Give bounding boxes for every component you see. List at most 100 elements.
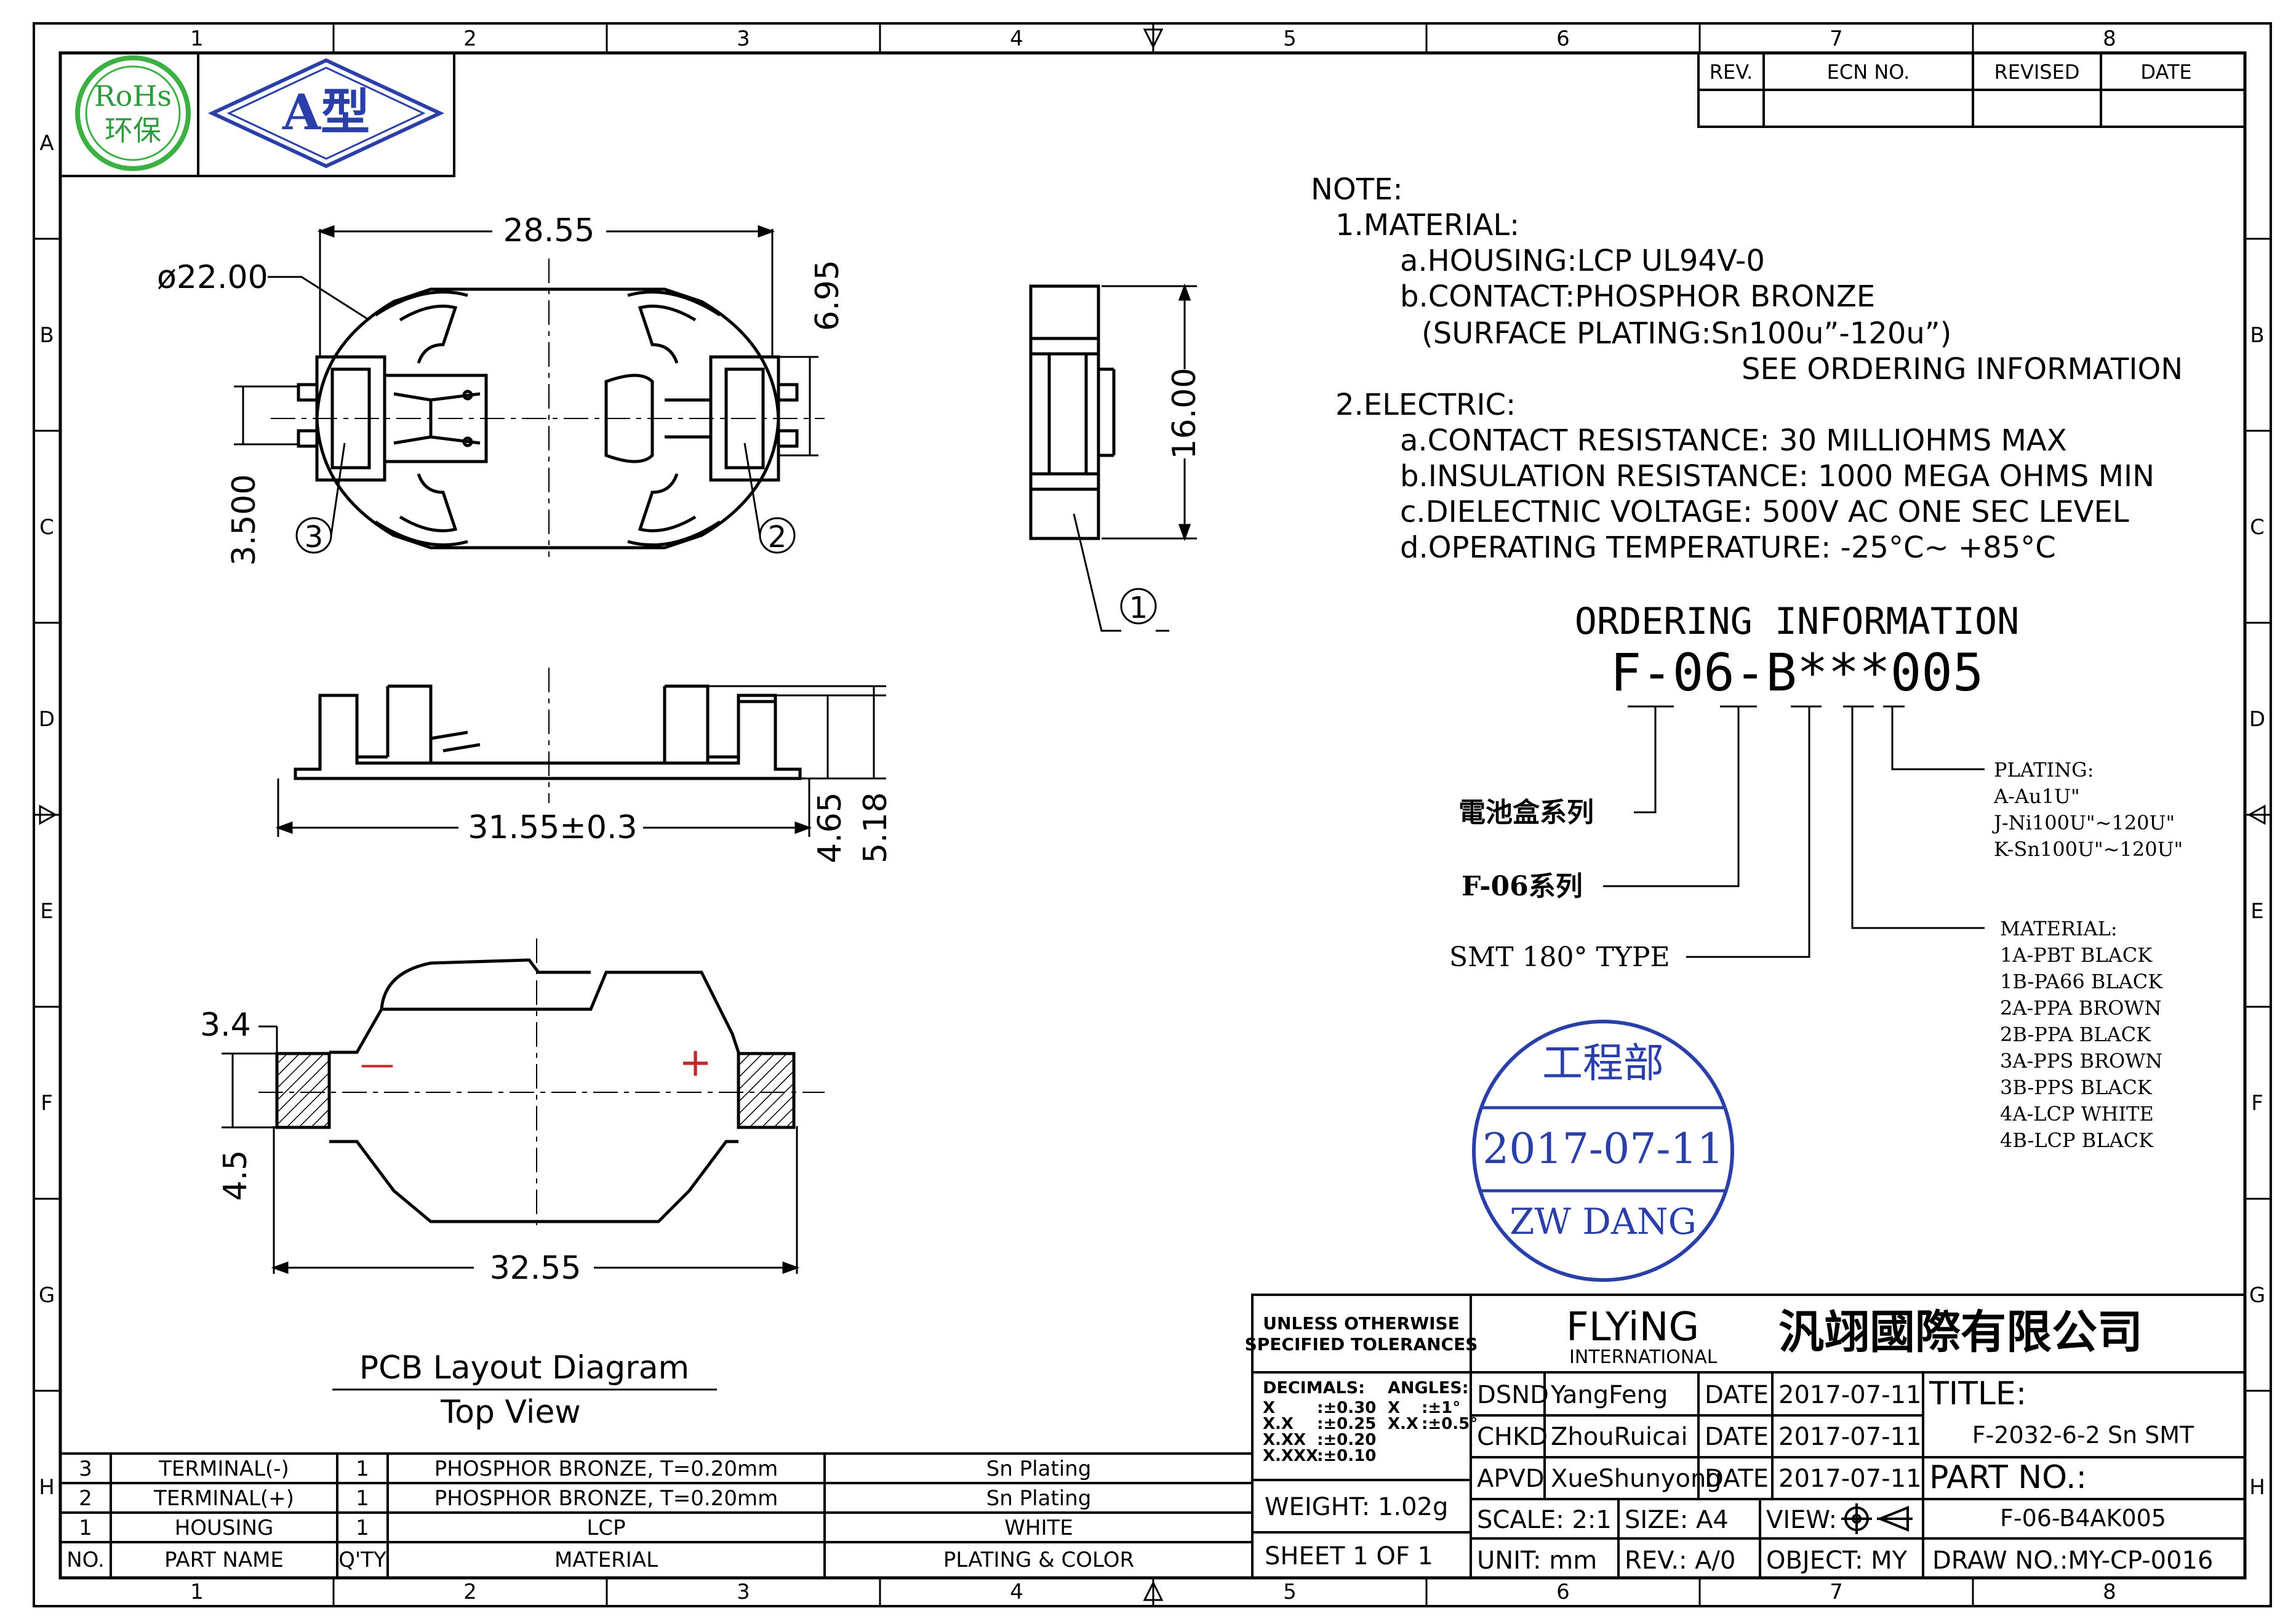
date-label: DATE xyxy=(1705,1381,1769,1409)
draw-no: DRAW NO.:MY-CP-0016 xyxy=(1932,1546,2213,1575)
company-en: FLYiNG xyxy=(1566,1305,1699,1350)
col-label: 2 xyxy=(463,26,477,51)
date-label: DATE xyxy=(1705,1423,1769,1451)
label-type: SMT 180° TYPE xyxy=(1449,942,1670,973)
rev-header: REV. xyxy=(1710,60,1753,84)
sheet: SHEET 1 OF 1 xyxy=(1265,1542,1433,1570)
row-label: B xyxy=(39,323,54,348)
dim-front-h2: 5.18 xyxy=(857,792,894,863)
svg-text::±0.10: :±0.10 xyxy=(1317,1447,1376,1465)
row-label: C xyxy=(2250,515,2265,540)
col-label: 3 xyxy=(737,1580,750,1604)
frame-labels: 1 2 3 4 5 6 7 8 1 2 3 4 5 6 7 8 A B C D … xyxy=(39,26,2265,1604)
date-value: 2017-07-11 xyxy=(1778,1381,1921,1409)
part-no-value: F-06-B4AK005 xyxy=(2000,1505,2166,1532)
bom-part-name: HOUSING xyxy=(175,1516,274,1540)
svg-text:A型: A型 xyxy=(282,83,370,141)
apvd-name: XueShunyong xyxy=(1551,1465,1722,1493)
bom-plating: Sn Plating xyxy=(986,1486,1092,1511)
apvd-label: APVD xyxy=(1477,1465,1545,1493)
material-item: 3A-PPS BROWN xyxy=(2000,1049,2162,1073)
approval-stamp: 工程部 2017-07-11 ZW DANG xyxy=(1472,1020,1734,1282)
row-label: H xyxy=(39,1475,55,1500)
pcb-layout-drawing xyxy=(258,938,825,1231)
callout-1: 1 xyxy=(1129,591,1148,625)
revised-header: REVISED xyxy=(1994,60,2080,84)
bom-header: PLATING & COLOR xyxy=(943,1548,1134,1572)
col-label: 5 xyxy=(1283,26,1297,51)
chkd-label: CHKD xyxy=(1477,1423,1548,1451)
bom-qty: 1 xyxy=(356,1516,369,1540)
projection-icon xyxy=(1841,1503,1913,1534)
dim-front-width: 31.55±0.3 xyxy=(468,809,637,846)
col-label: 4 xyxy=(1010,26,1023,51)
side-view-drawing xyxy=(1029,284,1116,540)
title-value: F-2032-6-2 Sn SMT xyxy=(1972,1422,2194,1449)
bom-header: NO. xyxy=(66,1548,105,1572)
dsnd-name: YangFeng xyxy=(1550,1381,1668,1409)
logo-block: RoHs 环保 A型 xyxy=(59,52,455,177)
bom-no: 2 xyxy=(79,1486,92,1511)
bom-plating: Sn Plating xyxy=(986,1457,1092,1481)
material-item: 2B-PPA BLACK xyxy=(2000,1023,2151,1046)
row-label: E xyxy=(40,899,53,924)
bom-material: PHOSPHOR BRONZE, T=0.20mm xyxy=(434,1457,778,1481)
col-label: 1 xyxy=(190,1580,204,1604)
material-item: 1B-PA66 BLACK xyxy=(2000,970,2163,993)
title-block: UNLESS OTHERWISE SPECIFIED TOLERANCES DE… xyxy=(1245,1294,2246,1579)
svg-text:环保: 环保 xyxy=(105,114,161,147)
material-item: 2A-PPA BROWN xyxy=(2000,996,2161,1020)
svg-text::±1°: :±1° xyxy=(1422,1399,1460,1417)
top-view-drawing xyxy=(271,258,825,557)
rev: REV.: A/0 xyxy=(1625,1546,1735,1575)
front-view-dimensions xyxy=(275,685,886,837)
plating-item: J-Ni100U"~120U" xyxy=(1992,811,2175,834)
svg-text::±0.5°: :±0.5° xyxy=(1422,1415,1478,1433)
row-label: F xyxy=(41,1091,53,1116)
col-label: 8 xyxy=(2103,1580,2116,1604)
col-label: 5 xyxy=(1283,1580,1297,1604)
dim-pcb-pad-h: 4.5 xyxy=(217,1150,254,1201)
col-label: 6 xyxy=(1556,1580,1570,1604)
side-view-dimension-text: 16.00 1 xyxy=(1129,368,1203,625)
note-line: b.INSULATION RESISTANCE: 1000 MEGA OHMS … xyxy=(1400,459,2154,494)
weight: WEIGHT: 1.02g xyxy=(1265,1493,1448,1521)
bom-no: 1 xyxy=(79,1516,92,1540)
svg-text:X.X: X.X xyxy=(1263,1415,1294,1433)
date-value: 2017-07-11 xyxy=(1778,1423,1921,1451)
front-view-drawing xyxy=(294,668,802,803)
bom-material: LCP xyxy=(586,1516,625,1540)
stamp-date: 2017-07-11 xyxy=(1482,1125,1724,1174)
pcb-layout-text: 3.4 4.5 32.55 — + PCB Layout Diagram Top… xyxy=(200,1007,712,1431)
note-line: c.DIELECTNIC VOLTAGE: 500V AC ONE SEC LE… xyxy=(1400,495,2129,529)
bom-header: MATERIAL xyxy=(554,1548,658,1572)
type-badge-logo: A型 xyxy=(207,58,445,169)
note-line: (SURFACE PLATING:Sn100u”-120u”) xyxy=(1422,316,1951,351)
angles-label: ANGLES: xyxy=(1388,1378,1469,1398)
chkd-name: ZhouRuicai xyxy=(1551,1423,1688,1451)
bom-no: 3 xyxy=(79,1457,92,1481)
row-label: C xyxy=(39,515,54,540)
plating-item: A-Au1U" xyxy=(1993,785,2080,808)
notes-block: NOTE: 1.MATERIAL: a.HOUSING:LCP UL94V-0 … xyxy=(1311,172,2183,565)
col-label: 8 xyxy=(2103,26,2116,51)
label-series-box: 電池盒系列 xyxy=(1458,797,1594,828)
top-view-dimension-text: 28.55 ø22.00 6.95 3.500 3 2 xyxy=(157,212,846,566)
col-label: 7 xyxy=(1830,26,1843,51)
bom-qty: 1 xyxy=(356,1457,369,1481)
row-label: H xyxy=(2249,1475,2265,1500)
tol-line1: UNLESS OTHERWISE xyxy=(1263,1313,1460,1334)
svg-text::±0.20: :±0.20 xyxy=(1317,1431,1376,1449)
row-label: G xyxy=(39,1283,55,1308)
col-label: 2 xyxy=(463,1580,477,1604)
plus-sign: + xyxy=(679,1040,712,1086)
date-label: DATE xyxy=(1705,1465,1769,1493)
svg-text:X: X xyxy=(1388,1399,1400,1417)
row-label: D xyxy=(2249,707,2265,732)
bom-plating: WHITE xyxy=(1004,1516,1073,1540)
note-line: b.CONTACT:PHOSPHOR BRONZE xyxy=(1400,279,1875,314)
ordering-code: F-06-B***005 xyxy=(1610,642,1984,703)
part-no-label: PART NO.: xyxy=(1929,1459,2087,1496)
svg-text:X.X: X.X xyxy=(1388,1415,1418,1433)
